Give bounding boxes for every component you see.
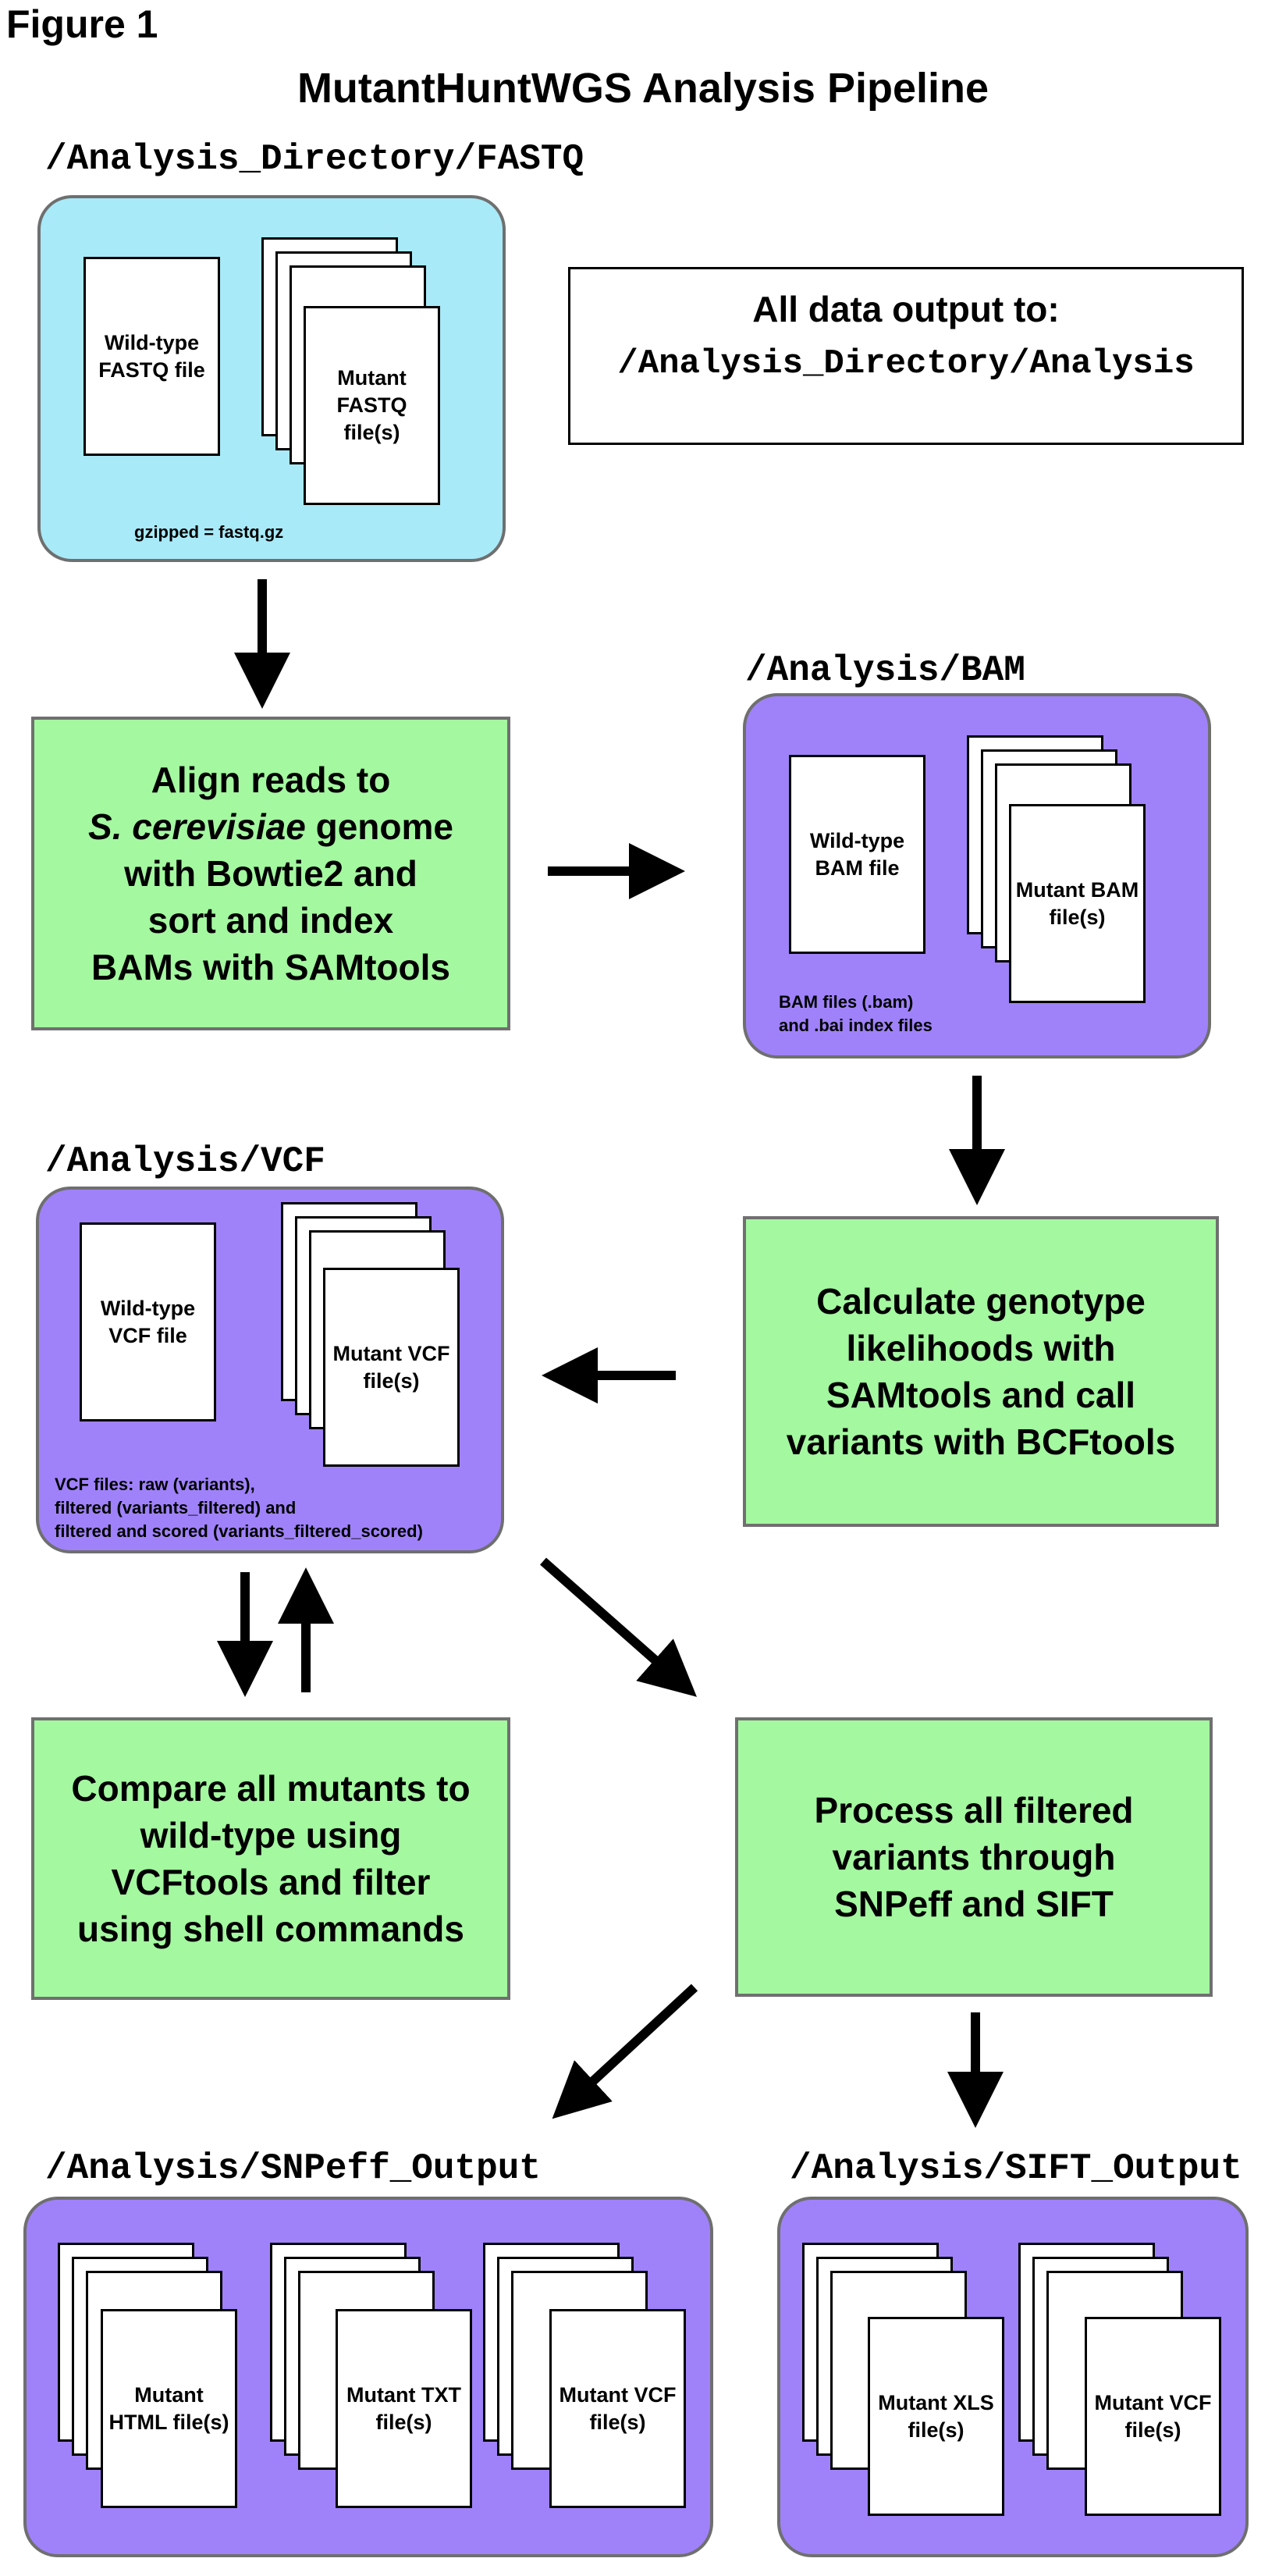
wildtype-vcf-label: Wild-type VCF file — [100, 1296, 196, 1347]
wildtype-fastq-file: Wild-type FASTQ file — [83, 257, 220, 456]
genotype-calling-step: Calculate genotype likelihoods with SAMt… — [743, 1216, 1219, 1527]
mutant-xls-label: Mutant XLS file(s) — [878, 2390, 994, 2442]
compare-mutants-step: Compare all mutants to wild-type using V… — [31, 1717, 510, 2000]
arrow-process-to-snpeff — [552, 1984, 698, 2119]
align-species: S. cerevisiae — [88, 806, 306, 847]
align-line-2: S. cerevisiae genome — [88, 803, 453, 850]
mutant-bam-files: Mutant BAM file(s) — [1009, 804, 1146, 1003]
bam-panel: Wild-type BAM file Mutant BAM file(s) BA… — [743, 693, 1211, 1059]
fastq-panel: Wild-type FASTQ file Mutant FASTQ file(s… — [37, 195, 506, 562]
snpeff-mutant-vcf-files: Mutant VCF file(s) — [549, 2309, 686, 2508]
sift-panel: Mutant XLS file(s) Mutant VCF file(s) — [777, 2197, 1249, 2557]
fastq-note: gzipped = fastq.gz — [134, 522, 284, 542]
mutant-fastq-label: Mutant FASTQ file(s) — [336, 366, 407, 444]
bam-note-line-1: BAM files (.bam) — [779, 992, 914, 1012]
mutant-fastq-files: Mutant FASTQ file(s) — [304, 306, 440, 505]
align-genome: genome — [305, 806, 453, 847]
wildtype-vcf-file: Wild-type VCF file — [80, 1222, 216, 1421]
mutant-vcf-files: Mutant VCF file(s) — [323, 1268, 460, 1467]
compare-step-text: Compare all mutants to wild-type using V… — [71, 1768, 471, 1949]
figure-label: Figure 1 — [6, 2, 158, 46]
align-line-5: BAMs with SAMtools — [91, 947, 450, 987]
vcf-panel: Wild-type VCF file Mutant VCF file(s) VC… — [36, 1187, 504, 1553]
mutant-html-files: Mutant HTML file(s) — [101, 2309, 237, 2508]
wildtype-bam-label: Wild-type BAM file — [809, 828, 905, 880]
genotype-step-text: Calculate genotype likelihoods with SAMt… — [786, 1281, 1176, 1462]
output-location-box: All data output to: /Analysis_Directory/… — [568, 267, 1244, 445]
output-title: All data output to: — [752, 289, 1060, 329]
mutant-html-label: Mutant HTML file(s) — [108, 2382, 229, 2434]
vcf-path-label: /Analysis/VCF — [45, 1141, 325, 1182]
wildtype-fastq-label: Wild-type FASTQ file — [98, 330, 205, 382]
mutant-bam-label: Mutant BAM file(s) — [1015, 877, 1139, 929]
align-reads-step: Align reads to S. cerevisiae genome with… — [31, 717, 510, 1030]
arrow-vcf-to-process — [540, 1557, 697, 1697]
bam-note-line-2: and .bai index files — [779, 1016, 933, 1035]
sift-mutant-vcf-files: Mutant VCF file(s) — [1085, 2317, 1221, 2516]
mutant-txt-label: Mutant TXT file(s) — [346, 2382, 461, 2434]
vcf-note-line-2: filtered (variants_filtered) and — [55, 1498, 297, 1517]
mutant-xls-files: Mutant XLS file(s) — [868, 2317, 1004, 2516]
process-variants-step: Process all filtered variants through SN… — [735, 1717, 1213, 1997]
process-step-text: Process all filtered variants through SN… — [814, 1790, 1134, 1924]
vcf-note-line-1: VCF files: raw (variants), — [55, 1475, 255, 1494]
snpeff-mutant-vcf-label: Mutant VCF file(s) — [559, 2382, 677, 2434]
align-line-3: with Bowtie2 and — [124, 853, 417, 894]
mutant-txt-files: Mutant TXT file(s) — [336, 2309, 472, 2508]
snpeff-panel: Mutant HTML file(s) Mutant TXT file(s) M… — [23, 2197, 713, 2557]
align-line-4: sort and index — [147, 900, 394, 941]
fastq-path-label: /Analysis_Directory/FASTQ — [45, 139, 584, 180]
mutant-vcf-label: Mutant VCF file(s) — [332, 1341, 450, 1393]
wildtype-bam-file: Wild-type BAM file — [789, 755, 925, 954]
output-path: /Analysis_Directory/Analysis — [617, 344, 1195, 383]
sift-path-label: /Analysis/SIFT_Output — [790, 2148, 1242, 2189]
bam-path-label: /Analysis/BAM — [745, 650, 1025, 691]
vcf-note-line-3: filtered and scored (variants_filtered_s… — [55, 1521, 423, 1541]
sift-mutant-vcf-label: Mutant VCF file(s) — [1094, 2390, 1212, 2442]
diagram-title: MutantHuntWGS Analysis Pipeline — [297, 65, 989, 112]
align-line-1: Align reads to — [151, 760, 391, 800]
snpeff-path-label: /Analysis/SNPeff_Output — [45, 2148, 541, 2189]
